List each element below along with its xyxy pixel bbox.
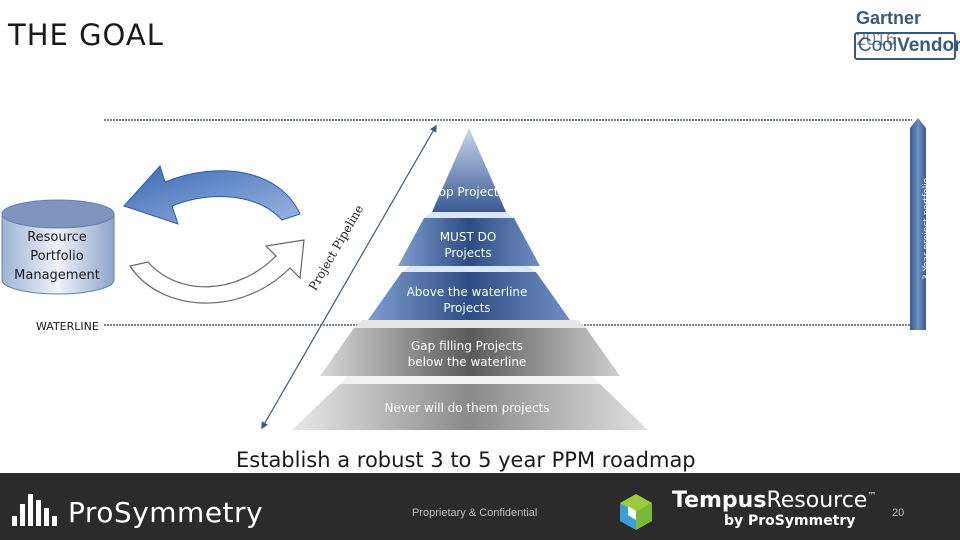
tier-5-label: Never will do them projects [384, 401, 550, 415]
curved-arrow-white [129, 239, 305, 304]
tempus-bold: Tempus [672, 488, 767, 513]
headline: Establish a robust 3 to 5 year PPM roadm… [236, 448, 696, 472]
confidential-notice: Proprietary & Confidential [412, 507, 538, 519]
gartner-year: 2016 [856, 29, 897, 49]
waterline-label: WATERLINE [36, 320, 99, 333]
portfolio-label: 3 Year project portfolio [922, 177, 932, 280]
pyramid-tier-1 [432, 128, 506, 212]
slide-title: THE GOAL [8, 18, 164, 52]
footer-graphics [12, 494, 652, 530]
curved-arrow-blue [123, 165, 301, 225]
tier-4-label: Gap filling Projects below the waterline [407, 339, 527, 369]
prosymmetry-logo-bars [12, 494, 57, 526]
gartner-brand: Gartner [856, 8, 922, 28]
coolvendor-prefix: Cool [858, 35, 898, 56]
pipeline-arrow [261, 124, 437, 430]
prosymmetry-wordmark: ProSymmetry [68, 496, 264, 529]
tempus-subtitle: by ProSymmetry [724, 513, 856, 529]
gartner-coolvendor-badge: Gartner 2016 CoolVendor [852, 6, 960, 64]
tier-1-label: Top Projects [433, 185, 505, 199]
database-cylinder-top [1, 199, 115, 229]
tempus-wordmark: TempusResource™ [672, 488, 876, 513]
database-label: Resource Portfolio Management [14, 230, 100, 283]
tempus-regular: Resource [766, 488, 868, 513]
tempus-tm: ™ [867, 491, 877, 502]
coolvendor-suffix: Vendor [897, 35, 960, 56]
portfolio-bar [910, 118, 926, 330]
footer-bar [0, 473, 960, 540]
tier-2-label: MUST DO Projects [439, 230, 497, 260]
page-number: 20 [892, 507, 905, 519]
tier-3-label: Above the waterline Projects [406, 285, 528, 315]
database-cylinder [1, 214, 115, 295]
tempus-cube-icon [620, 494, 652, 530]
